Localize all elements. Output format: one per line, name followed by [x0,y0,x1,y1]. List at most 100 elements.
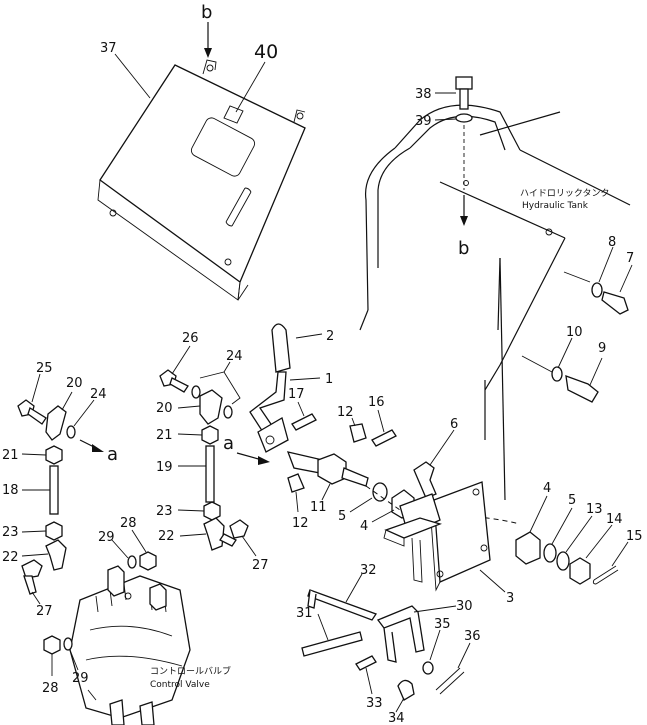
cotter-pin-36 [435,667,465,695]
washer-35 [422,661,434,675]
bracket-24 [199,371,241,405]
nut-21-center [201,425,219,445]
washer-5-center [372,482,388,502]
leader-30 [413,605,457,613]
label-5-center: 5 [338,509,346,524]
leader-8 [598,246,614,283]
bushing-4-right [515,531,541,565]
leader-32 [345,573,363,603]
nut-23-center [203,501,221,521]
lever-knob-2 [271,323,291,373]
bolt-27-left [21,559,43,595]
leader-24-center [223,361,231,373]
control-valve [69,565,191,725]
label-21-left: 21 [2,448,19,463]
leader-20-left [61,391,73,411]
leader-22-center [179,533,207,537]
label-38: 38 [415,87,432,102]
arrow-head-a-lever [258,456,270,465]
bracket-plate-3 [383,481,491,592]
leader-21-center [177,433,203,436]
label-3: 3 [506,591,514,606]
lever-bracket [257,417,289,453]
label-24-center: 24 [226,349,243,364]
label-20-left: 20 [66,376,83,391]
leader-28-upper [131,529,147,553]
link-30 [376,605,425,653]
washer-29-lower [63,637,73,651]
label-4-right: 4 [543,481,551,496]
label-27-center: 27 [252,558,269,573]
label-32: 32 [360,563,377,578]
pin-17 [291,413,317,431]
ref-b-top: b [201,2,212,23]
rod-end-22-left [45,539,67,571]
leader-35 [429,629,441,661]
leader-37 [114,53,151,99]
cotter-pin-15 [592,565,619,585]
rod-end-22-center [203,517,225,551]
clip-34 [397,679,415,701]
arrow-head-a-left [92,444,104,452]
leader-33 [365,667,373,695]
bolt-7 [563,271,629,315]
label-12-lower: 12 [292,516,309,531]
rod-end-20-center [199,389,223,425]
washer-39 [455,113,473,123]
label-29-upper: 29 [98,530,115,545]
bolt-38 [455,76,473,110]
nut-28-lower [43,635,61,655]
rod-32 [307,589,377,621]
ref-b-tank: b [458,238,469,259]
caption-tank-jp: ハイドロリックタンク [520,188,609,199]
pin-33 [355,655,377,671]
label-5-right: 5 [568,493,576,508]
leader-11 [321,483,331,501]
leader-12-upper [351,417,356,427]
leader-24-left [73,399,95,427]
washer-24-center-b [223,405,233,419]
rod-32-hook [307,589,317,609]
label-7: 7 [626,251,634,266]
arrow-a-lever [236,452,263,461]
bolt-27-center [219,519,249,547]
label-20-center: 20 [156,401,173,416]
leader-36 [457,642,471,669]
label-39: 39 [415,114,432,129]
lever-bracket-hole [265,435,275,445]
bolt-26 [159,369,189,393]
label-10: 10 [566,325,583,340]
bushing-12-lower [287,473,305,493]
leader-27-center [241,535,257,557]
fitting-6 [413,461,437,499]
leader-5-center [349,497,373,513]
leader-2 [295,333,323,339]
leader-4-center [371,509,395,523]
leader-10 [557,337,573,369]
label-25: 25 [36,361,53,376]
leader-14 [585,524,613,559]
leader-27-left [31,591,41,605]
leader-40 [235,61,266,113]
rod-19 [205,445,215,503]
label-21-center: 21 [156,428,173,443]
caption-tank-en: Hydraulic Tank [522,201,589,211]
leader-12-lower [295,491,299,513]
label-22-center: 22 [158,529,175,544]
leader-3 [479,569,506,593]
washer-29-upper [127,555,137,569]
leader-22-left [21,553,49,557]
label-4-center: 4 [360,519,368,534]
label-30: 30 [456,599,473,614]
leader-9 [589,357,603,386]
leader-39 [434,118,457,121]
label-33: 33 [366,696,383,711]
label-1: 1 [325,372,333,387]
leader-16 [377,409,385,433]
leader-21-left [21,453,47,456]
label-13: 13 [586,502,603,517]
label-9: 9 [598,341,606,356]
pin-16 [371,429,397,447]
leader-25 [31,373,41,403]
